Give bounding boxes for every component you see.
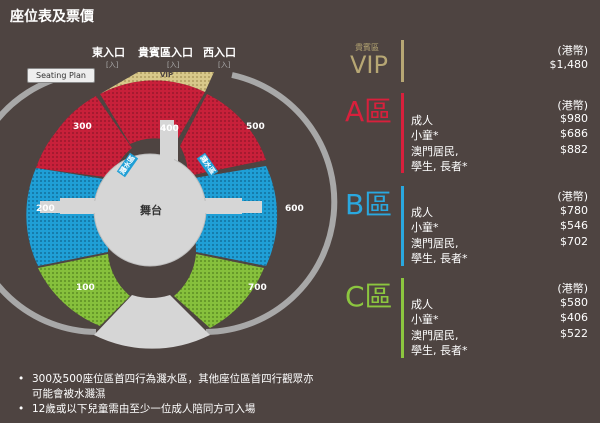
tier-c-row-label: 學生, 長者* [411,344,468,357]
tier-b-currency: (港幣) [557,190,588,203]
tier-a-row-price: $980 [560,112,588,125]
vip-bar [401,40,404,82]
vip-small-label: 貴賓區 [355,43,379,52]
tier-c-row-price: $522 [560,327,588,340]
entrance-vip: 貴賓區入口 [138,46,193,59]
section-100-label: 100 [76,283,95,293]
section-100-area [38,254,130,326]
tier-c-name: C區 [345,280,393,313]
page-title: 座位表及票價 [10,9,94,25]
section-400-label: 400 [160,124,179,134]
tier-c-row-price: $580 [560,296,588,309]
notes-list: 300及500座位區首四行為濺水區，其他座位區首四行觀眾亦可能會被水濺濕 12歲… [18,372,318,417]
tier-a-row-label: 學生, 長者* [411,160,468,173]
section-600-area [194,166,278,266]
tier-a-row-price: $686 [560,127,588,140]
tier-c-row-label: 成人 [411,298,433,311]
section-600-label: 600 [285,204,304,214]
tier-a-row-label: 成人 [411,114,433,127]
section-200-label: 200 [36,204,55,214]
tier-c-currency: (港幣) [557,282,588,295]
vip-area-label: VIP [160,71,174,79]
entrance-east: 東入口 [92,46,125,59]
tier-b-row-price: $702 [560,235,588,248]
center-walkway [94,295,210,349]
tier-a-name: A區 [345,95,393,128]
tier-b-row-label: 澳門居民, [411,237,459,250]
tier-c-row-label: 小童* [411,313,439,326]
vip-tier-name: VIP [350,51,388,79]
entrance-west: 西入口 [203,46,236,59]
seat-map [0,72,338,349]
tier-b-row-label: 小童* [411,221,439,234]
section-400-area [100,80,205,144]
tier-a-currency: (港幣) [557,99,588,112]
stage-label: 舞台 [140,204,162,217]
tier-c-bar [401,278,404,358]
outer-aisle [0,72,97,335]
section-500-label: 500 [246,122,265,132]
tier-c-row-label: 澳門居民, [411,329,459,342]
section-300-area [56,96,132,164]
section-700-area [174,254,264,328]
tier-a-row-label: 小童* [411,129,439,142]
vip-price: $1,480 [549,58,589,71]
entrance-vip-tag: [入] [167,61,180,69]
tier-b-row-label: 學生, 長者* [411,252,468,265]
outer-aisle-right [205,72,338,335]
tier-b-row-price: $780 [560,204,588,217]
tier-b-row-label: 成人 [411,206,433,219]
section-300-area-b [36,132,118,178]
section-300-label: 300 [73,122,92,132]
tier-a-bar [401,93,404,173]
section-200-area [26,168,110,266]
seating-plan-button[interactable]: Seating Plan [27,68,95,83]
note-item: 12歲或以下兒童需由至少一位成人陪同方可入場 [18,402,318,417]
vip-currency: (港幣) [557,44,588,57]
tier-b-row-price: $546 [560,219,588,232]
tier-a-row-price: $882 [560,143,588,156]
vip-area [100,72,214,94]
entrance-east-tag: [入] [106,61,119,69]
note-item: 300及500座位區首四行為濺水區，其他座位區首四行觀眾亦可能會被水濺濕 [18,372,318,402]
entrance-west-tag: [入] [218,61,231,69]
tier-a-row-label: 澳門居民, [411,145,459,158]
tier-c-row-price: $406 [560,311,588,324]
tier-b-bar [401,186,404,266]
section-700-label: 700 [248,283,267,293]
tier-b-name: B區 [345,188,393,221]
